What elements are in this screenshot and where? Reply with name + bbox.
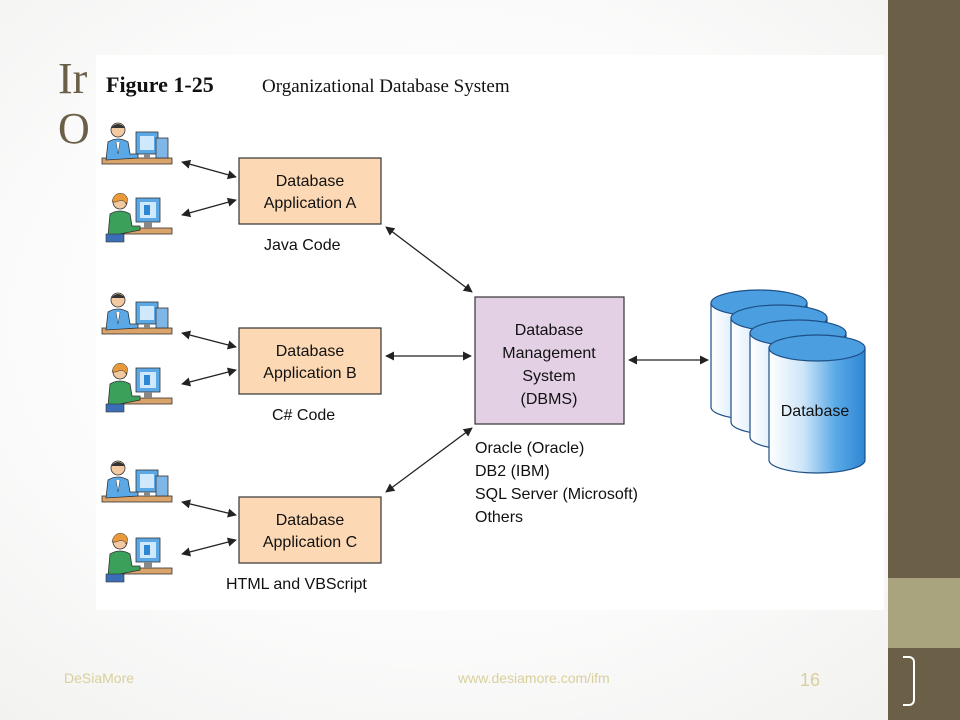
- figure-image: Figure 1-25 Organizational Database Syst…: [96, 55, 884, 610]
- dbms-product-2: DB2 (IBM): [475, 463, 550, 480]
- dbms-products-list: Oracle (Oracle) DB2 (IBM) SQL Server (Mi…: [475, 440, 638, 526]
- dbms-product-4: Others: [475, 509, 523, 526]
- slide-title: Ir O: [58, 54, 88, 154]
- app-b-code: C# Code: [272, 407, 335, 424]
- app-box-b: Database Application B: [238, 327, 382, 395]
- slide-bracket-icon: [903, 656, 915, 706]
- side-band-bottom: [888, 648, 960, 720]
- dbms-line1: Database: [515, 322, 584, 339]
- dbms-line4: (DBMS): [521, 391, 578, 408]
- database-label: Database: [781, 403, 850, 420]
- figure-caption: Organizational Database System: [262, 76, 510, 97]
- footer-brand: DeSiaMore: [64, 670, 135, 686]
- app-c-code: HTML and VBScript: [226, 576, 367, 593]
- dbms-line3: System: [522, 368, 575, 385]
- user-woman-icon-c: [105, 532, 173, 583]
- dbms-box: Database Management System (DBMS): [474, 296, 625, 425]
- app-box-c: Database Application C: [238, 496, 382, 564]
- app-b-line1: Database: [276, 343, 345, 360]
- footer-url: www.desiamore.com/ifm: [458, 670, 610, 686]
- page-number: 16: [800, 670, 821, 690]
- user-woman-icon-b: [105, 362, 173, 413]
- database-cylinders-icon: [710, 289, 866, 474]
- side-band-accent: [888, 578, 960, 648]
- app-box-a: Database Application A: [238, 157, 382, 225]
- dbms-product-3: SQL Server (Microsoft): [475, 486, 638, 503]
- user-man-icon-c: [101, 460, 173, 503]
- connector-arrows: [181, 159, 709, 557]
- dbms-line2: Management: [502, 345, 596, 362]
- user-man-icon-a: [101, 122, 173, 165]
- app-c-line2: Application C: [263, 534, 357, 551]
- user-woman-icon-a: [105, 192, 173, 243]
- slide-title-line-1: Ir: [58, 54, 88, 103]
- slide-title-line-2: O: [58, 104, 88, 153]
- side-band-top: [888, 0, 960, 578]
- app-c-line1: Database: [276, 512, 345, 529]
- app-a-code: Java Code: [264, 237, 341, 254]
- dbms-product-1: Oracle (Oracle): [475, 440, 584, 457]
- user-man-icon-b: [101, 292, 173, 335]
- figure-number: Figure 1-25: [106, 72, 214, 97]
- app-a-line1: Database: [276, 173, 345, 190]
- app-b-line2: Application B: [263, 365, 356, 382]
- app-a-line2: Application A: [264, 195, 357, 212]
